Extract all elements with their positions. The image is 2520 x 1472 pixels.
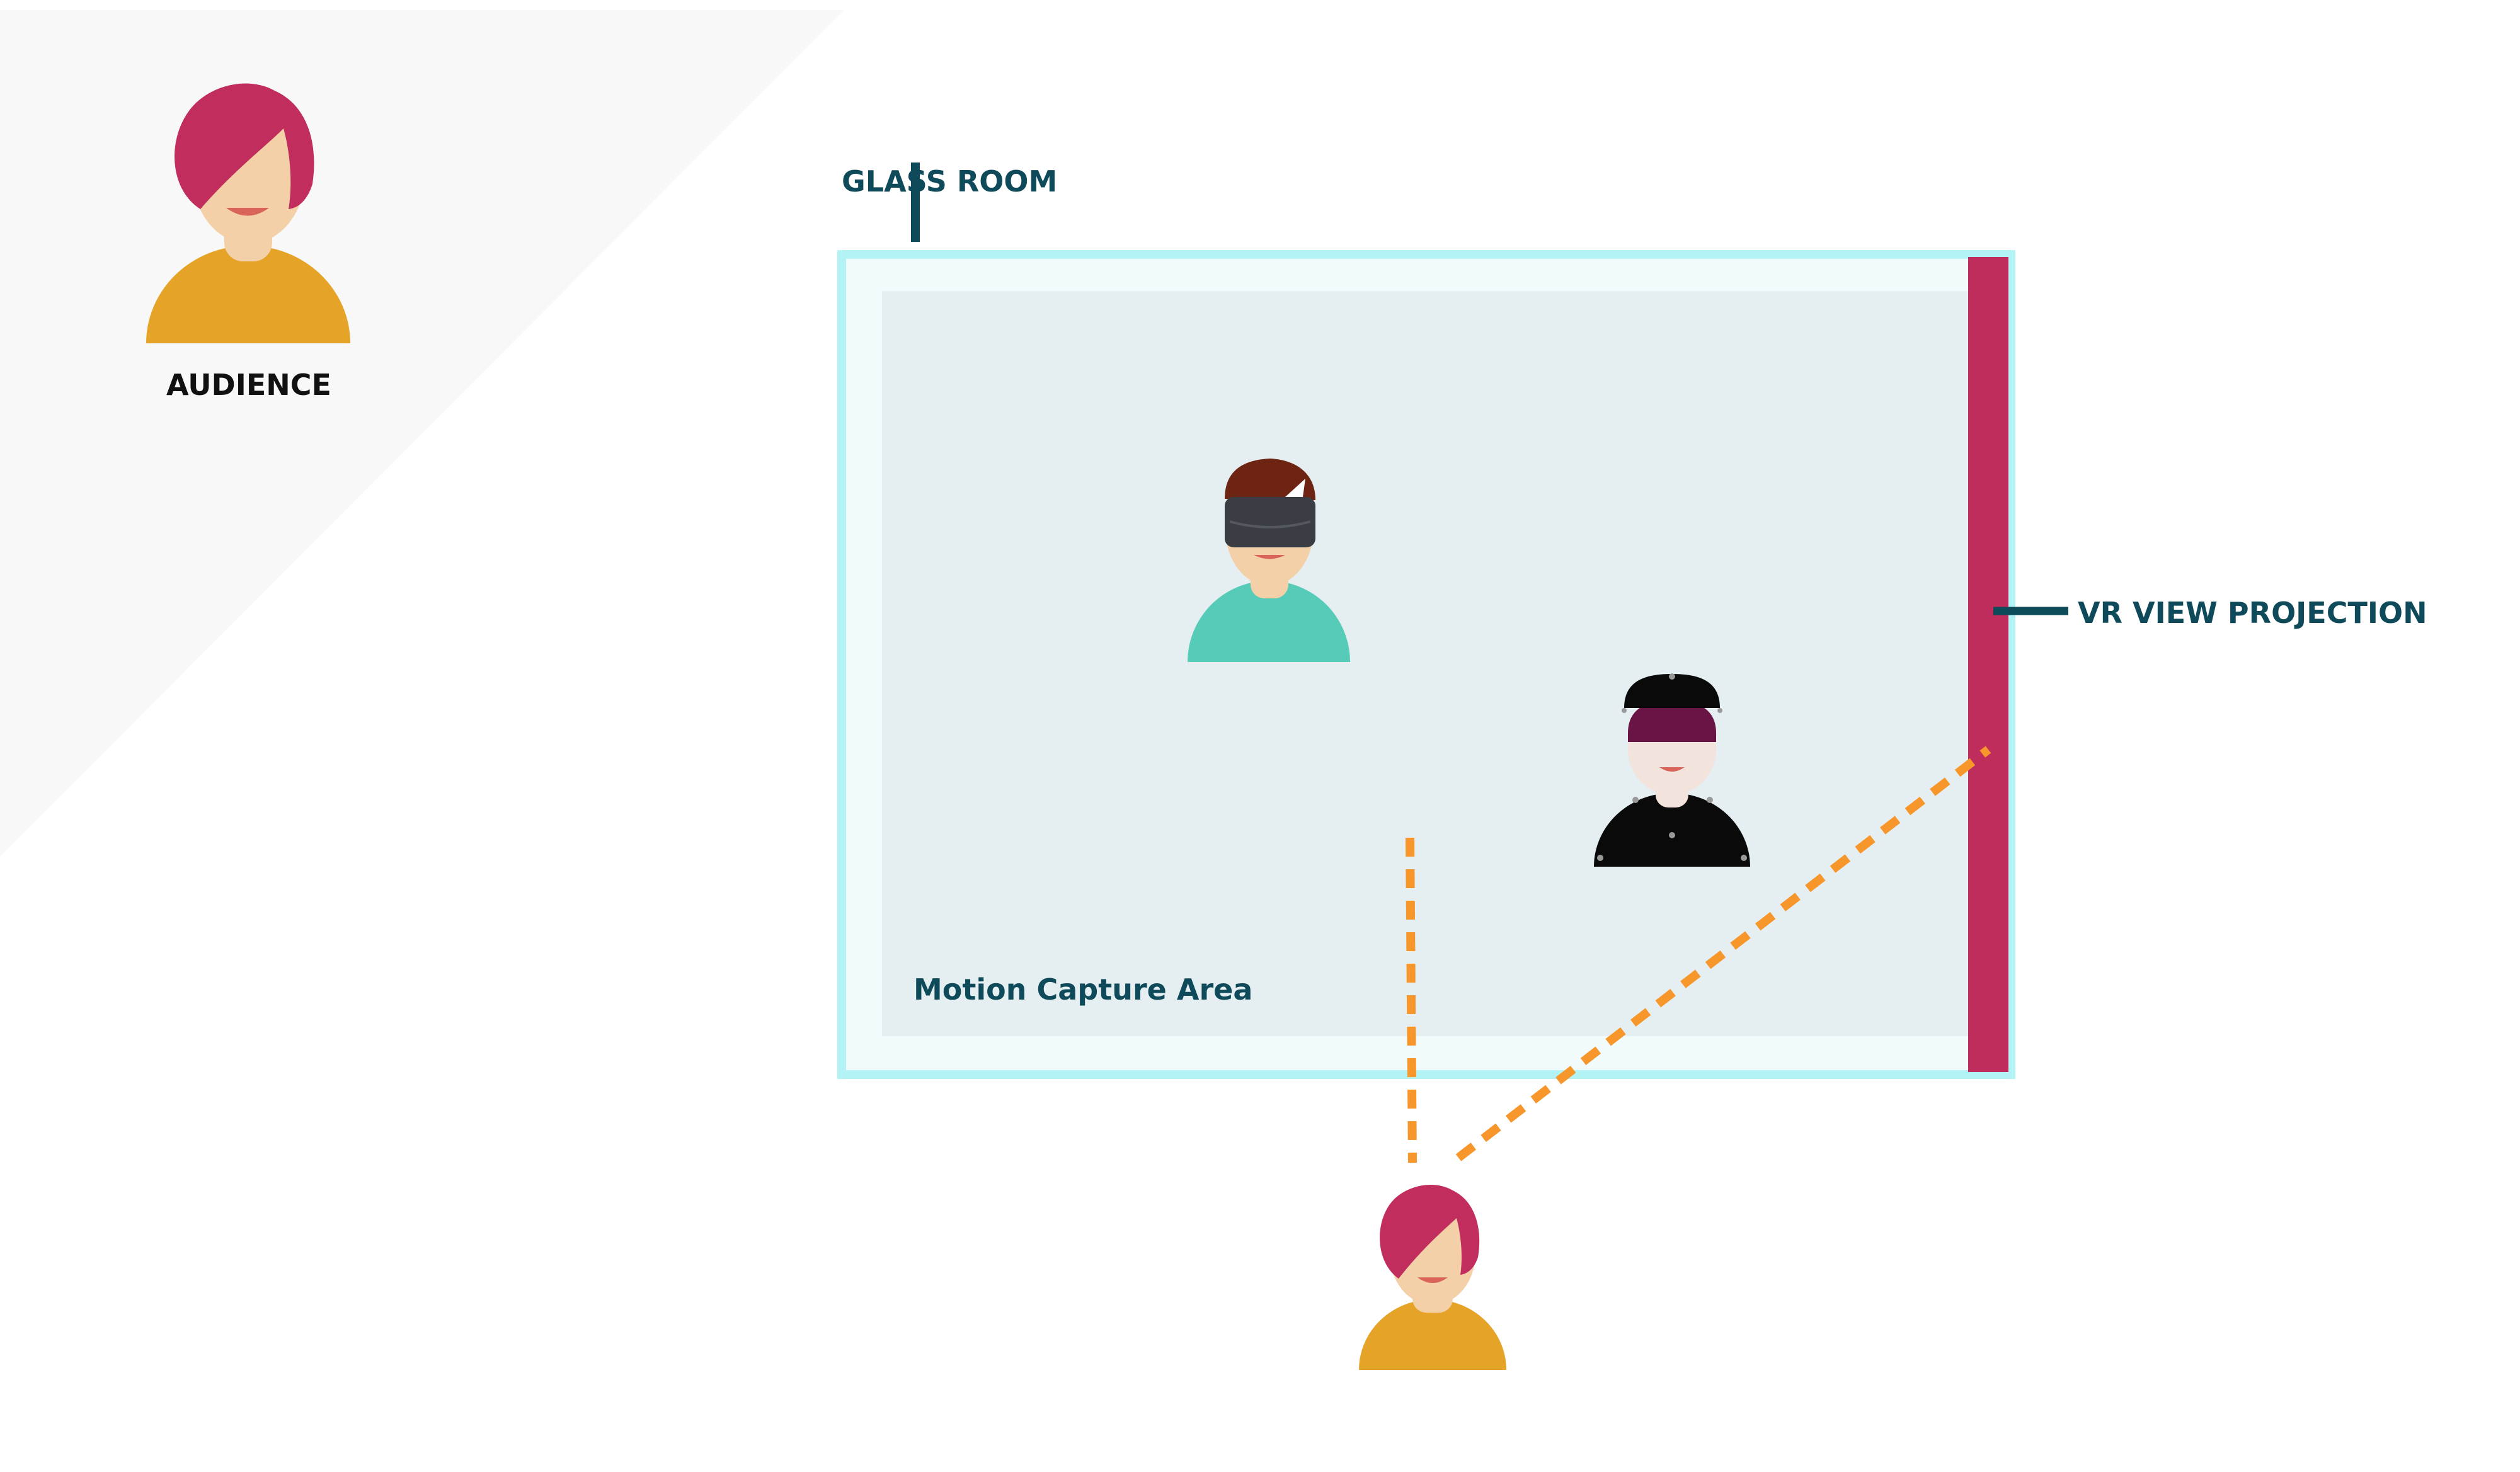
- glass-room-label: GLASS ROOM: [842, 164, 1058, 198]
- sightline-to-vr-user: [1406, 837, 1417, 1163]
- audience-label-text: AUDIENCE: [166, 368, 331, 402]
- motion-capture-area: [882, 291, 1972, 1036]
- mocap-suit-performer-icon: [1594, 673, 1750, 867]
- spectator-sightlines: [1406, 746, 1991, 1163]
- vr-headset-user-icon: [1188, 459, 1350, 662]
- spectator-person-icon: [1359, 1185, 1506, 1370]
- motion-capture-area-label: Motion Capture Area: [914, 973, 1253, 1007]
- audience-person-icon: [146, 83, 350, 343]
- glass-room: [837, 250, 2015, 1079]
- sightline-to-projection: [1455, 746, 1991, 1161]
- vr-view-projection-label: VR VIEW PROJECTION: [2078, 596, 2427, 630]
- audience-zone: [0, 10, 844, 857]
- vr-projection-wall: [1968, 257, 2008, 1072]
